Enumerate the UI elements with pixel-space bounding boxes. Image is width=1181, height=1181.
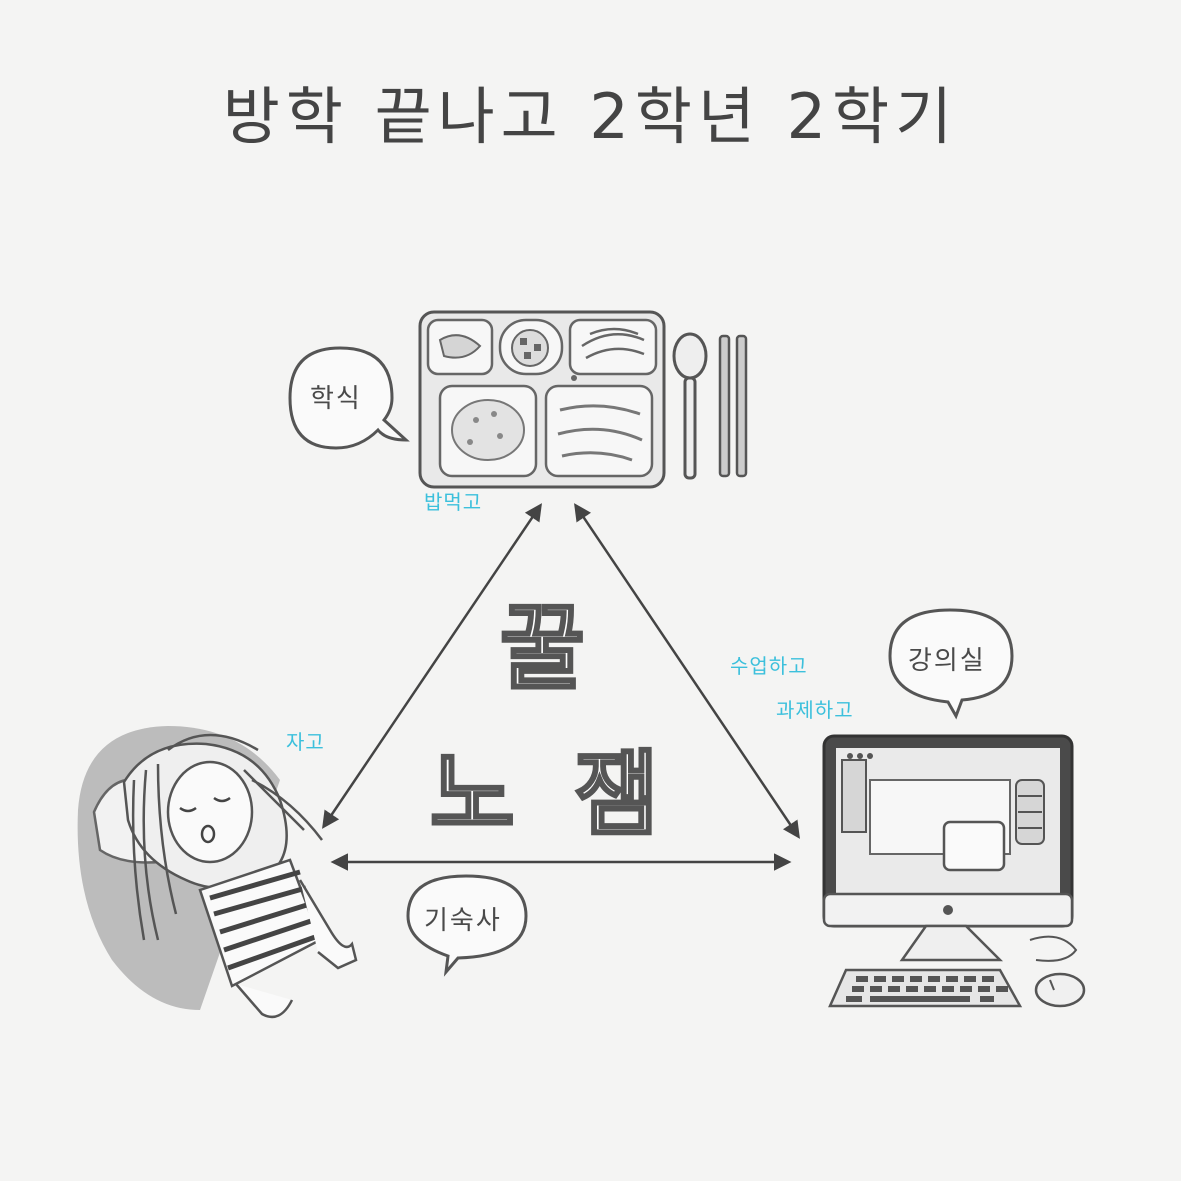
- bubble-label-dormitory: 기숙사: [424, 906, 502, 936]
- center-word-left: 노: [429, 740, 517, 850]
- speech-bubble-cafeteria: [288, 346, 410, 450]
- cycle-arrows: [322, 503, 800, 871]
- page-title: 방학 끝나고 2학년 2학기: [222, 80, 959, 153]
- speech-bubble-dormitory: [406, 874, 528, 977]
- action-label-eat: 밥먹고: [424, 490, 483, 514]
- spoon-icon: [672, 332, 708, 480]
- center-word-right: 잼: [573, 740, 661, 850]
- action-label-class: 수업하고: [730, 654, 808, 678]
- mouse-icon: [1029, 935, 1086, 1008]
- sleeping-student-illustration: [77, 726, 358, 1019]
- lunch-tray-icon: [418, 310, 666, 489]
- keyboard-icon: [828, 968, 1023, 1008]
- computer-monitor-icon: [822, 734, 1074, 962]
- action-label-homework: 과제하고: [776, 698, 854, 722]
- arrow-cafeteria-lecture-room: [574, 503, 800, 839]
- bubble-label-cafeteria: 학식: [310, 384, 362, 414]
- bubble-label-lecture-room: 강의실: [908, 646, 986, 676]
- speech-bubble-lecture-room: [888, 608, 1014, 720]
- center-word-top: 꿀: [499, 594, 587, 704]
- action-label-sleep: 자고: [286, 730, 325, 754]
- chopsticks-icon: [718, 334, 748, 478]
- arrow-cafeteria-dormitory: [322, 503, 542, 829]
